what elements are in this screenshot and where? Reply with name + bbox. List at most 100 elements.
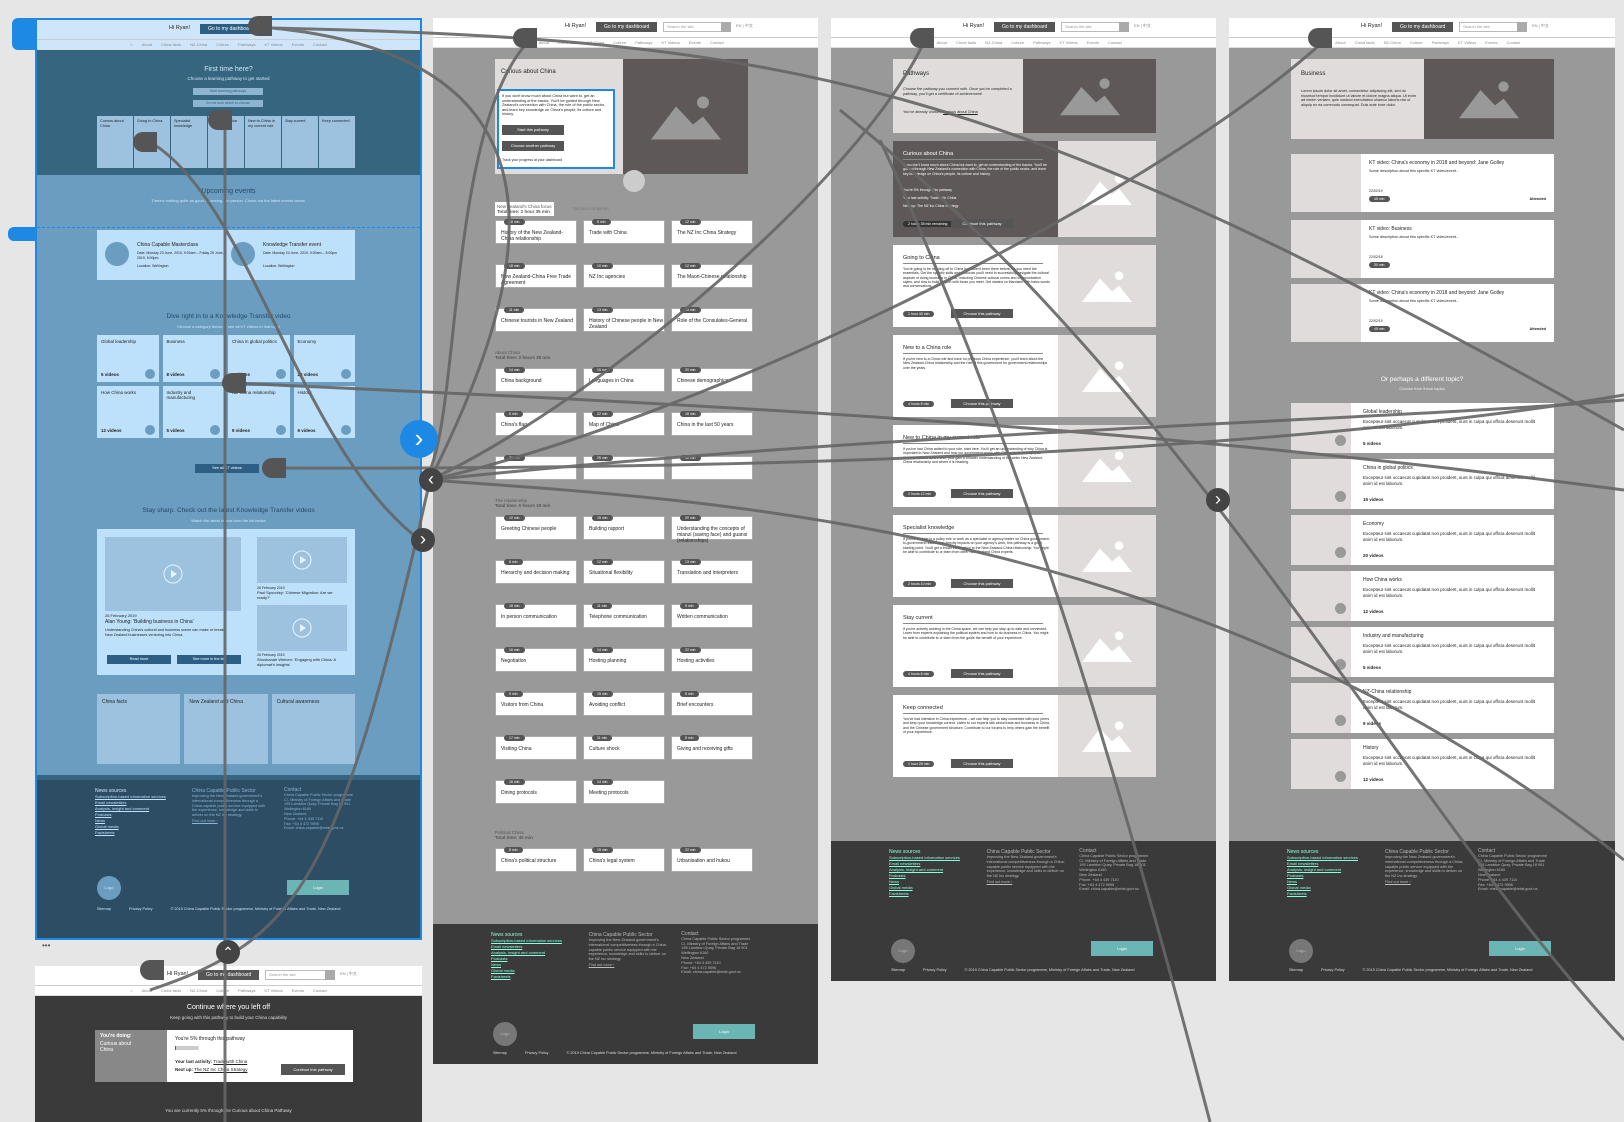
nav-pathways[interactable]: Pathways xyxy=(1033,40,1051,45)
pathway-tile[interactable]: New to a China role xyxy=(208,116,244,168)
arrow-icon[interactable] xyxy=(341,369,351,379)
home-artboard[interactable]: Hi Ryan! Go to my dashboard ⌂ About Chin… xyxy=(35,18,422,940)
business-artboard[interactable]: Hi Ryan! Go to my dashboard Search the s… xyxy=(1229,18,1615,981)
news-link[interactable]: Podcasts xyxy=(491,956,508,961)
nav-china-facts[interactable]: China facts xyxy=(161,42,182,47)
nav-nz-china[interactable]: NZ-China xyxy=(587,40,605,45)
choose-another-button[interactable]: Choose another pathway xyxy=(502,141,564,151)
news-link[interactable]: Factsheets xyxy=(1287,891,1307,896)
arrow-icon[interactable] xyxy=(1335,659,1346,670)
video-thumb[interactable] xyxy=(257,605,347,651)
nav-pathways[interactable]: Pathways xyxy=(635,40,653,45)
nav-culture[interactable]: Culture xyxy=(1409,40,1423,45)
not-sure-button[interactable]: I'm not sure which to choose xyxy=(193,100,263,107)
dashboard-button[interactable]: Go to my dashboard xyxy=(198,970,260,980)
nav-kt-videos[interactable]: KT Videos xyxy=(1059,40,1078,45)
nav-nz-china[interactable]: NZ-China xyxy=(190,988,208,993)
home-icon[interactable]: ⌂ xyxy=(527,40,530,45)
nav-pathways[interactable]: Pathways xyxy=(238,988,256,993)
find-out-link[interactable]: Find out more › xyxy=(191,818,218,823)
search-icon[interactable] xyxy=(1119,22,1129,32)
news-link[interactable]: Factsheets xyxy=(95,830,115,835)
search-input[interactable]: Search the site xyxy=(265,970,331,980)
video-title[interactable]: Alan Young: 'Building business in China' xyxy=(105,619,194,625)
nav-contact[interactable]: Contact xyxy=(1108,40,1122,45)
nav-events[interactable]: Events xyxy=(688,40,701,45)
login-button[interactable]: Login xyxy=(1489,941,1551,956)
search-icon[interactable] xyxy=(1517,22,1527,32)
nav-culture[interactable]: Culture xyxy=(1011,40,1025,45)
already-chosen-link[interactable]: Curious about China xyxy=(943,110,978,114)
privacy-link[interactable]: Privacy Policy xyxy=(524,1051,549,1055)
choose-pathway-button[interactable]: Choose this pathway xyxy=(951,489,1013,498)
start-pathways-button[interactable]: Start learning pathways xyxy=(193,88,263,95)
nav-events[interactable]: Events xyxy=(1485,40,1498,45)
arrow-icon[interactable] xyxy=(144,369,155,379)
news-link[interactable]: News xyxy=(95,818,106,823)
video-thumb[interactable] xyxy=(105,537,241,611)
nav-culture[interactable]: Culture xyxy=(216,988,230,993)
more-icon[interactable]: ••• xyxy=(42,941,51,950)
dashboard-button[interactable]: Go to my dashboard xyxy=(1392,22,1454,32)
arrow-icon[interactable] xyxy=(144,425,155,435)
kt-video-title[interactable]: KT video: China's economy in 2018 and be… xyxy=(1369,290,1505,296)
home-icon[interactable]: ⌂ xyxy=(1323,40,1327,45)
topic-card[interactable]: New Zealand and China xyxy=(184,694,268,764)
kt-video-title[interactable]: KT video: China's economy in 2018 and be… xyxy=(1369,160,1505,166)
privacy-link[interactable]: Privacy Policy xyxy=(922,968,947,972)
module-card[interactable]: 25 min xyxy=(583,455,665,480)
home-icon[interactable]: ⌂ xyxy=(130,988,133,993)
home-icon[interactable]: ⌂ xyxy=(130,42,133,47)
search-input[interactable]: Search the site xyxy=(663,22,729,32)
next-link[interactable]: The NZ Inc China Strategy xyxy=(194,1067,248,1072)
nav-pathways[interactable]: Pathways xyxy=(1431,40,1449,45)
see-more-button[interactable]: See more in the list xyxy=(177,655,241,664)
continue-artboard[interactable]: Hi Ryan! Go to my dashboard Search the s… xyxy=(35,966,422,1122)
sitemap-link[interactable]: Sitemap xyxy=(1289,968,1303,972)
nav-china-facts[interactable]: China facts xyxy=(558,40,579,45)
kt-video-card[interactable]: KT video: China's economy in 2018 and be… xyxy=(1291,284,1554,342)
kt-video-title[interactable]: KT video: Business xyxy=(1369,226,1412,232)
home-icon[interactable]: ⌂ xyxy=(925,40,928,45)
video-thumb[interactable] xyxy=(257,537,347,583)
arrow-icon[interactable] xyxy=(210,369,220,379)
see-all-kt-button[interactable]: See all KT videos xyxy=(195,464,259,473)
nav-about[interactable]: About xyxy=(936,40,948,45)
language-switch[interactable]: EN | 中文 xyxy=(1532,23,1549,28)
topic-card[interactable]: Cultural awareness xyxy=(271,694,355,764)
sitemap-link[interactable]: Sitemap xyxy=(493,1051,507,1055)
nav-about[interactable]: About xyxy=(141,42,153,47)
news-link[interactable]: Subscription-based information services xyxy=(95,794,166,799)
nav-nz-china[interactable]: NZ-China xyxy=(985,40,1003,45)
news-link[interactable]: Global media xyxy=(491,968,515,973)
nav-events[interactable]: Events xyxy=(1086,40,1099,45)
nav-about[interactable]: About xyxy=(141,988,153,993)
arrow-icon[interactable] xyxy=(1335,603,1346,614)
